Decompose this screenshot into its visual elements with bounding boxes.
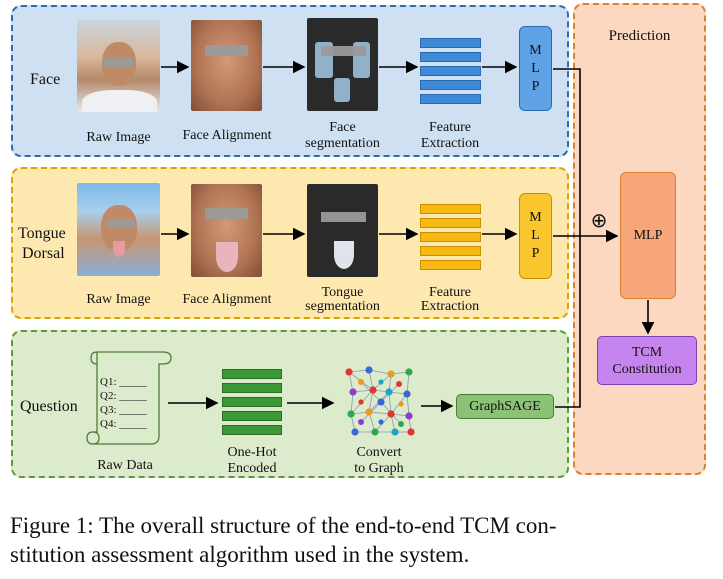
one-hot-bar: [222, 411, 282, 421]
question-item: Q4: _____: [100, 418, 147, 430]
tongue-segmentation-label-line1: Tongue: [321, 285, 364, 300]
graphsage-box: GraphSAGE: [456, 394, 554, 419]
tongue-mlp-box: M L P: [519, 193, 552, 279]
feature-bar: [420, 232, 481, 242]
one-hot-bar: [222, 397, 282, 407]
prediction-mlp-box: MLP: [620, 172, 676, 299]
feature-bar: [420, 66, 481, 76]
face-aligned-image: [191, 20, 262, 111]
tongue-segmentation-image: [307, 184, 378, 277]
tongue-row-label-line2: Dorsal: [22, 245, 65, 262]
face-feature-label-line1: Feature: [429, 120, 471, 135]
mlp-letter: P: [531, 246, 540, 261]
convert-label-line2: to Graph: [354, 461, 404, 476]
one-hot-bar: [222, 425, 282, 435]
tcm-label-line1: TCM: [631, 345, 663, 360]
tongue-row-label-line1: Tongue: [18, 225, 66, 242]
one-hot-bar: [222, 369, 282, 379]
tongue-feature-label-line1: Feature: [429, 285, 471, 300]
one-hot-label-line1: One-Hot: [227, 445, 277, 460]
one-hot-label-line2: Encoded: [227, 461, 277, 476]
question-item: Q2: _____: [100, 390, 147, 402]
feature-bar: [420, 204, 481, 214]
face-raw-image: [77, 20, 160, 112]
face-segmentation-label-line2: segmentation: [305, 136, 380, 151]
face-mlp-box: M L P: [519, 26, 552, 111]
tongue-feature-label-line2: Extraction: [420, 299, 480, 314]
tongue-segmentation-label-line2: segmentation: [305, 299, 380, 314]
face-row-label: Face: [30, 71, 61, 88]
feature-bar: [420, 94, 481, 104]
graph-network-icon: [345, 366, 415, 436]
convert-label-line1: Convert: [356, 445, 402, 460]
face-segmentation-image: [307, 18, 378, 111]
question-item: Q1: _____: [100, 376, 147, 388]
tongue-alignment-label: Face Alignment: [182, 292, 272, 307]
feature-bar: [420, 246, 481, 256]
caption-line1: Figure 1: The overall structure of the e…: [10, 513, 557, 538]
one-hot-bar: [222, 383, 282, 393]
feature-bar: [420, 38, 481, 48]
figure-caption: Figure 1: The overall structure of the e…: [10, 511, 715, 569]
mlp-letter: L: [531, 228, 540, 243]
feature-bar: [420, 52, 481, 62]
question-item: Q3: _____: [100, 404, 147, 416]
mlp-letter: M: [529, 42, 542, 58]
mlp-letter: P: [531, 78, 540, 94]
face-segmentation-label-line1: Face: [329, 120, 356, 135]
raw-data-label: Raw Data: [97, 458, 153, 473]
prediction-mlp-label: MLP: [633, 227, 663, 243]
face-feature-label-line2: Extraction: [420, 136, 480, 151]
tongue-aligned-image: [191, 184, 262, 277]
tcm-constitution-box: TCM Constitution: [597, 336, 697, 385]
prediction-title: Prediction: [608, 28, 671, 44]
plus-icon: ⊕: [590, 208, 608, 232]
tongue-raw-image-label: Raw Image: [86, 292, 151, 307]
feature-bar: [420, 260, 481, 270]
mlp-letter: L: [531, 60, 540, 76]
face-raw-image-label: Raw Image: [86, 130, 151, 145]
feature-bar: [420, 80, 481, 90]
question-row-label: Question: [20, 398, 78, 415]
tcm-label-line2: Constitution: [612, 362, 682, 377]
mlp-letter: M: [529, 210, 542, 225]
caption-line2: stitution assessment algorithm used in t…: [10, 542, 470, 567]
feature-bar: [420, 218, 481, 228]
face-alignment-label: Face Alignment: [182, 128, 272, 143]
tongue-raw-image: [77, 183, 160, 276]
raw-data-scroll: Q1: _____ Q2: _____ Q3: _____ Q4: _____: [85, 346, 175, 448]
